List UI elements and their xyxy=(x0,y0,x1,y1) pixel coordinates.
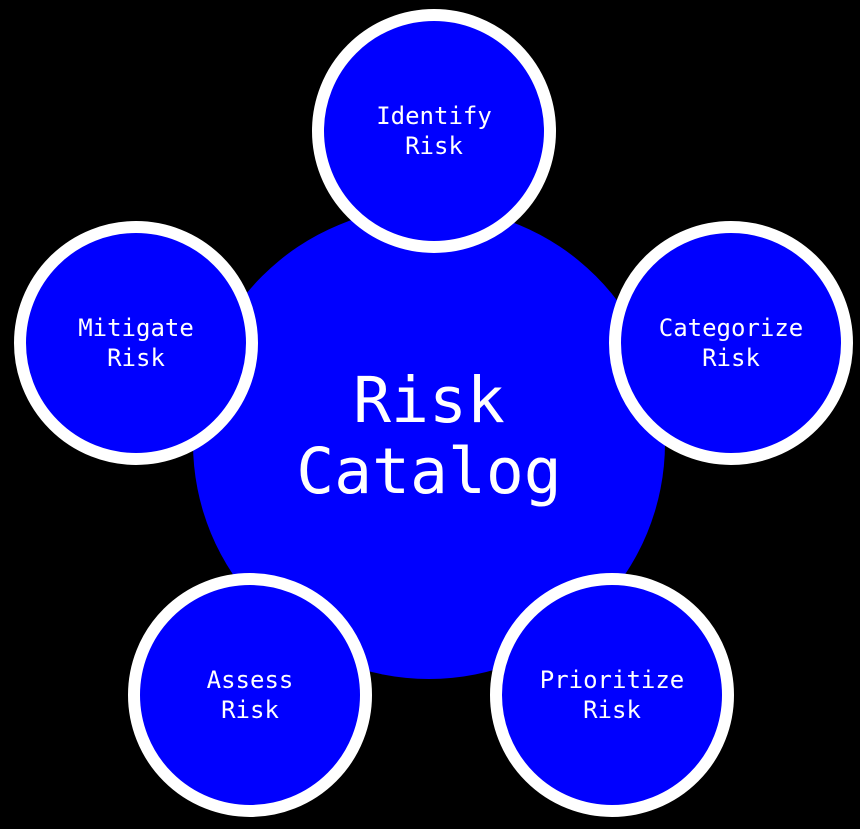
satellite-label-line-2: Risk xyxy=(107,344,165,372)
satellite-label-line-2: Risk xyxy=(583,696,641,724)
satellite-node-label: Categorize Risk xyxy=(659,313,804,373)
satellite-node-categorize-risk: Categorize Risk xyxy=(609,221,853,465)
satellite-node-label: Mitigate Risk xyxy=(78,313,194,373)
satellite-node-identify-risk: Identify Risk xyxy=(312,9,556,253)
satellite-label-line-2: Risk xyxy=(702,344,760,372)
satellite-node-label: Identify Risk xyxy=(376,101,492,161)
satellite-label-line-1: Prioritize xyxy=(539,666,685,694)
satellite-label-line-2: Risk xyxy=(405,132,463,160)
satellite-label-line-1: Categorize xyxy=(658,314,804,342)
satellite-node-mitigate-risk: Mitigate Risk xyxy=(14,221,258,465)
hub-label-line-2: Catalog xyxy=(296,435,562,508)
hub-label-line-1: Risk xyxy=(353,364,505,438)
satellite-node-label: Prioritize Risk xyxy=(540,665,685,725)
satellite-node-prioritize-risk: Prioritize Risk xyxy=(490,573,734,817)
satellite-label-line-1: Identify xyxy=(376,102,492,130)
satellite-label-line-1: Mitigate xyxy=(78,314,194,342)
satellite-node-assess-risk: Assess Risk xyxy=(128,573,372,817)
satellite-label-line-1: Assess xyxy=(206,666,294,694)
satellite-label-line-2: Risk xyxy=(221,696,279,724)
satellite-node-label: Assess Risk xyxy=(207,665,294,725)
hub-node-label: Risk Catalog xyxy=(296,366,562,507)
